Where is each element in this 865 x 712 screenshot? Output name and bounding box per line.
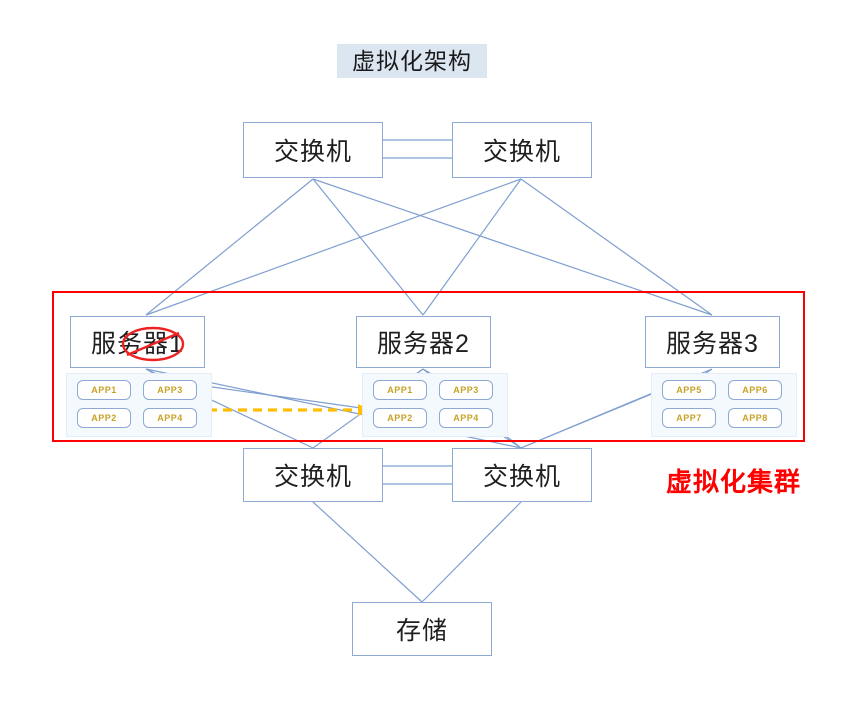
link-tsw-r-srv1: [145, 178, 522, 316]
app-chip[interactable]: APP4: [439, 408, 493, 428]
link-bsw-r-storage: [421, 501, 522, 603]
app-chip[interactable]: APP1: [77, 380, 131, 400]
node-storage[interactable]: 存储: [352, 602, 492, 656]
node-server-2[interactable]: 服务器2: [356, 316, 491, 368]
link-tsw-l-srv3: [312, 178, 713, 316]
node-server-1[interactable]: 服务器1: [70, 316, 205, 368]
app-chip[interactable]: APP2: [77, 408, 131, 428]
page-title: 虚拟化架构: [337, 44, 487, 78]
node-storage-label: 存储: [395, 617, 448, 645]
app-panel-server-3: APP5 APP6 APP7 APP8: [651, 373, 797, 437]
app-chip[interactable]: APP4: [143, 408, 197, 428]
link-tsw-l-srv2: [312, 178, 424, 316]
cluster-label: 虚拟化集群: [666, 467, 802, 497]
node-switch-top-right[interactable]: 交换机: [452, 122, 592, 178]
node-switch-bottom-right-label: 交换机: [482, 463, 561, 491]
node-switch-bottom-right[interactable]: 交换机: [452, 448, 592, 502]
link-tsw-r-srv2: [422, 178, 522, 316]
node-switch-top-left[interactable]: 交换机: [243, 122, 383, 178]
app-chip[interactable]: APP1: [373, 380, 427, 400]
app-chip[interactable]: APP3: [143, 380, 197, 400]
node-server-3[interactable]: 服务器3: [645, 316, 780, 368]
app-chip[interactable]: APP3: [439, 380, 493, 400]
node-server-2-label: 服务器2: [377, 330, 470, 358]
link-app-srv1-bsw: [204, 385, 376, 411]
link-app-srv3-bsw: [520, 391, 656, 449]
link-tsw-r-srv3: [520, 178, 713, 316]
node-server-1-label: 服务器1: [91, 330, 184, 358]
node-switch-bottom-left[interactable]: 交换机: [243, 448, 383, 502]
app-chip[interactable]: APP7: [662, 408, 716, 428]
app-chip[interactable]: APP6: [728, 380, 782, 400]
node-switch-bottom-left-label: 交换机: [273, 463, 352, 491]
link-tsw-l-srv1: [145, 178, 314, 316]
app-chip[interactable]: APP8: [728, 408, 782, 428]
node-switch-top-right-label: 交换机: [482, 138, 561, 166]
node-switch-top-left-label: 交换机: [273, 138, 352, 166]
vm-migration-arrow: [208, 404, 370, 416]
app-panel-server-1: APP1 APP3 APP2 APP4: [66, 373, 212, 437]
app-chip[interactable]: APP5: [662, 380, 716, 400]
node-server-3-label: 服务器3: [666, 330, 759, 358]
app-chip[interactable]: APP2: [373, 408, 427, 428]
app-panel-server-2: APP1 APP3 APP2 APP4: [362, 373, 508, 437]
link-bsw-l-storage: [312, 501, 423, 603]
